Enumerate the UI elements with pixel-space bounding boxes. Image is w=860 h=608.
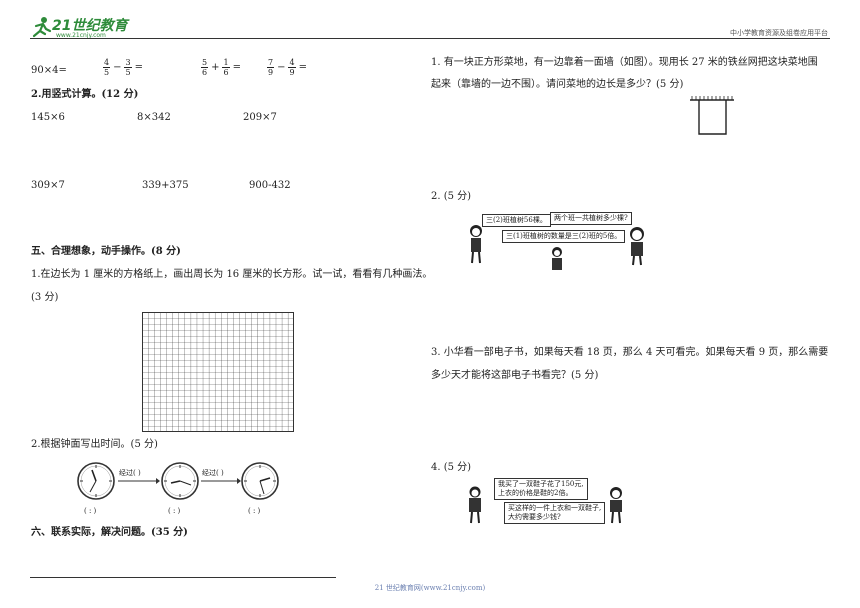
section-6-title: 六、联系实际，解决问题。(35 分)	[31, 527, 188, 538]
clock-row: 经过( ) 经过( ) ( : ) ( : ) ( : )	[76, 458, 286, 520]
boy-figure-icon	[469, 486, 481, 524]
clock-1-blank: ( : )	[84, 507, 97, 515]
vertical-calc-1: 145×6	[31, 112, 65, 123]
right-q2-label: 2. (5 分)	[431, 191, 472, 202]
q2-bubble-2: 两个班一共植树多少棵?	[550, 212, 632, 225]
clock-3-icon	[241, 462, 279, 500]
vertical-calc-6: 900-432	[249, 180, 291, 191]
right-q1-line2: 起来（靠墙的一边不围）。请问菜地的边长是多少？(5 分)	[431, 79, 684, 90]
right-q3-line2: 多少天才能将这部电子书看完？(5 分)	[431, 370, 599, 381]
q4-bubble-2-line1: 买这样的一件上衣和一双鞋子,	[508, 504, 602, 512]
right-q4-label: 4. (5 分)	[431, 462, 472, 473]
q2-bubble-1: 三(2)班植树56棵。	[482, 214, 551, 227]
clock-arrow-label-2: 经过( )	[202, 469, 224, 477]
arrow-right-icon	[201, 478, 241, 484]
vertical-calc-3: 209×7	[243, 112, 277, 123]
footer-text[interactable]: 21 世纪教育网(www.21cnjy.com)	[374, 584, 486, 592]
header-rule	[30, 38, 830, 39]
clock-arrow-label-1: 经过( )	[119, 469, 141, 477]
q2-illustration: 三(2)班植树56棵。 两个班一共植树多少棵? 三(1)班植树的数量是三(2)班…	[466, 208, 650, 270]
logo-subtext: www.21cnjy.com	[56, 32, 106, 39]
girl-figure-icon	[610, 487, 622, 524]
section-5-q1-line2: (3 分)	[31, 292, 59, 303]
right-q1-line1: 1. 有一块正方形菜地，有一边靠着一面墙（如图）。现用长 27 米的铁丝网把这块…	[431, 57, 818, 68]
question-2-title: 2.用竖式计算。(12 分)	[31, 89, 139, 100]
footer-rule	[30, 577, 336, 578]
header-logo: 21世纪教育 www.21cnjy.com	[30, 14, 140, 40]
expr-1: 90×4=	[31, 65, 67, 76]
q4-bubble-2: 买这样的一件上衣和一双鞋子, 大约需要多少钱?	[504, 502, 606, 524]
q4-illustration: 我买了一双鞋子花了150元, 上衣的价格是鞋的2倍。 买这样的一件上衣和一双鞋子…	[466, 476, 628, 526]
girl-figure-icon	[470, 225, 482, 264]
vertical-calc-5: 339+375	[142, 180, 189, 191]
vertical-calc-2: 8×342	[137, 112, 171, 123]
grid-paper[interactable]	[142, 312, 294, 432]
logo-text: 21世纪教育	[52, 18, 128, 34]
clock-1-icon	[77, 462, 115, 500]
clock-2-icon	[161, 462, 199, 500]
q4-bubble-1-line1: 我买了一双鞋子花了150元,	[498, 480, 584, 488]
girl-figure-2-icon	[630, 227, 644, 266]
runner-logo-icon	[32, 17, 52, 38]
vertical-calc-4: 309×7	[31, 180, 65, 191]
q4-bubble-2-line2: 大约需要多少钱?	[508, 513, 561, 521]
clock-3-blank: ( : )	[248, 507, 261, 515]
q4-bubble-1-line2: 上衣的价格是鞋的2倍。	[498, 489, 573, 497]
q2-bubble-3: 三(1)班植树的数量是三(2)班的5倍。	[502, 230, 626, 243]
section-5-title: 五、合理想象，动手操作。(8 分)	[31, 246, 181, 257]
wall-garden-diagram	[690, 96, 734, 135]
section-5-q2: 2.根据钟面写出时间。(5 分)	[31, 439, 158, 450]
q4-bubble-1: 我买了一双鞋子花了150元, 上衣的价格是鞋的2倍。	[494, 478, 588, 500]
right-q3-line1: 3. 小华看一部电子书，如果每天看 18 页，那么 4 天可看完。如果每天看 9…	[431, 347, 829, 358]
arrow-right-icon	[118, 478, 160, 484]
section-5-q1-line1: 1.在边长为 1 厘米的方格纸上，画出周长为 16 厘米的长方形。试一试，看看有…	[31, 269, 433, 280]
header-right-text: 中小学教育资源及组卷应用平台	[730, 29, 828, 37]
boy-figure-icon	[552, 247, 562, 270]
clock-2-blank: ( : )	[168, 507, 181, 515]
